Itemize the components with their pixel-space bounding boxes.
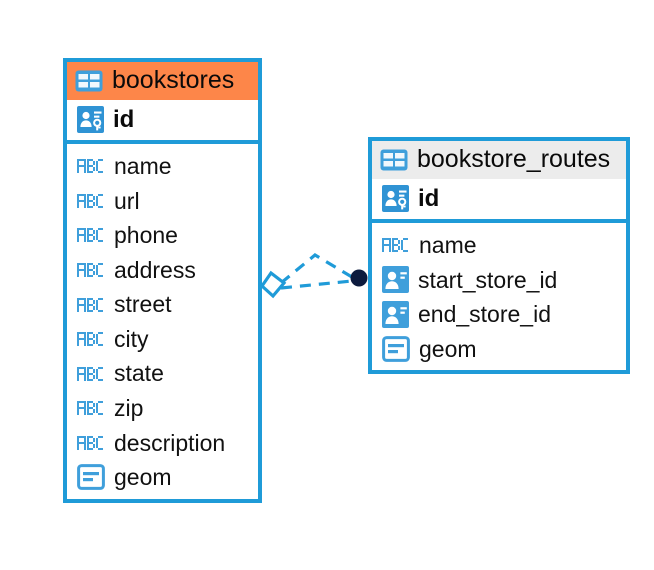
field-row[interactable]: geom	[372, 332, 626, 367]
entity-field-list-bookstore-routes: name start_store_id	[372, 223, 626, 370]
text-abc-icon	[77, 226, 105, 244]
field-row[interactable]: name	[372, 228, 626, 263]
primary-key-icon	[382, 185, 409, 212]
geometry-icon	[77, 464, 105, 491]
field-row[interactable]: phone	[67, 218, 258, 253]
table-icon	[380, 149, 408, 171]
text-abc-icon	[77, 261, 105, 279]
entity-title: bookstores	[112, 66, 235, 94]
entity-header-bookstores[interactable]: bookstores	[67, 62, 258, 100]
primary-key-icon	[77, 106, 104, 133]
entity-header-bookstore-routes[interactable]: bookstore_routes	[372, 141, 626, 179]
field-label: description	[114, 429, 226, 456]
field-label: start_store_id	[418, 266, 558, 293]
field-row[interactable]: geom	[67, 460, 258, 495]
entity-primary-key-row-bookstores[interactable]: id	[67, 100, 258, 144]
field-row[interactable]: state	[67, 356, 258, 391]
field-row[interactable]: address	[67, 253, 258, 288]
text-abc-icon	[77, 192, 105, 210]
text-abc-icon	[77, 434, 105, 452]
foreign-key-icon	[382, 300, 409, 328]
text-abc-icon	[77, 296, 105, 314]
field-label: name	[419, 232, 477, 258]
field-label: geom	[114, 464, 172, 491]
field-row[interactable]: city	[67, 322, 258, 357]
entity-title: bookstore_routes	[417, 145, 611, 173]
relationship-circle-marker	[350, 269, 368, 287]
entity-primary-key-row-bookstore-routes[interactable]: id	[372, 179, 626, 223]
text-abc-icon	[77, 399, 105, 417]
text-abc-icon	[77, 365, 105, 383]
field-row[interactable]: start_store_id	[372, 263, 626, 298]
field-row[interactable]: description	[67, 426, 258, 461]
field-row[interactable]: name	[67, 149, 258, 184]
entity-field-list-bookstores: name	[67, 144, 258, 499]
field-row[interactable]: zip	[67, 391, 258, 426]
field-label: url	[114, 187, 140, 214]
field-label: geom	[419, 335, 477, 362]
field-label: zip	[114, 395, 144, 422]
field-label: street	[114, 291, 172, 318]
field-row[interactable]: url	[67, 184, 258, 219]
entity-primary-key-label: id	[113, 105, 135, 133]
field-label: phone	[114, 222, 178, 249]
field-label: name	[114, 153, 172, 179]
relationship-diamond-marker	[259, 270, 287, 299]
text-abc-icon	[77, 330, 105, 348]
field-row[interactable]: end_store_id	[372, 297, 626, 332]
field-label: address	[114, 256, 196, 283]
relationship-branch-lower	[280, 279, 353, 290]
table-icon	[75, 70, 103, 92]
entity-primary-key-label: id	[418, 184, 440, 212]
entity-bookstore-routes[interactable]: bookstore_routes id	[368, 137, 630, 375]
field-row[interactable]: street	[67, 287, 258, 322]
entity-bookstores[interactable]: bookstores id	[63, 58, 262, 503]
text-abc-icon	[77, 157, 105, 175]
foreign-key-icon	[382, 266, 409, 294]
geometry-icon	[382, 336, 410, 362]
relationship-branch-upper	[279, 253, 353, 285]
field-label: city	[114, 325, 149, 352]
field-label: state	[114, 360, 164, 387]
field-label: end_store_id	[418, 301, 551, 328]
text-abc-icon	[382, 236, 410, 254]
